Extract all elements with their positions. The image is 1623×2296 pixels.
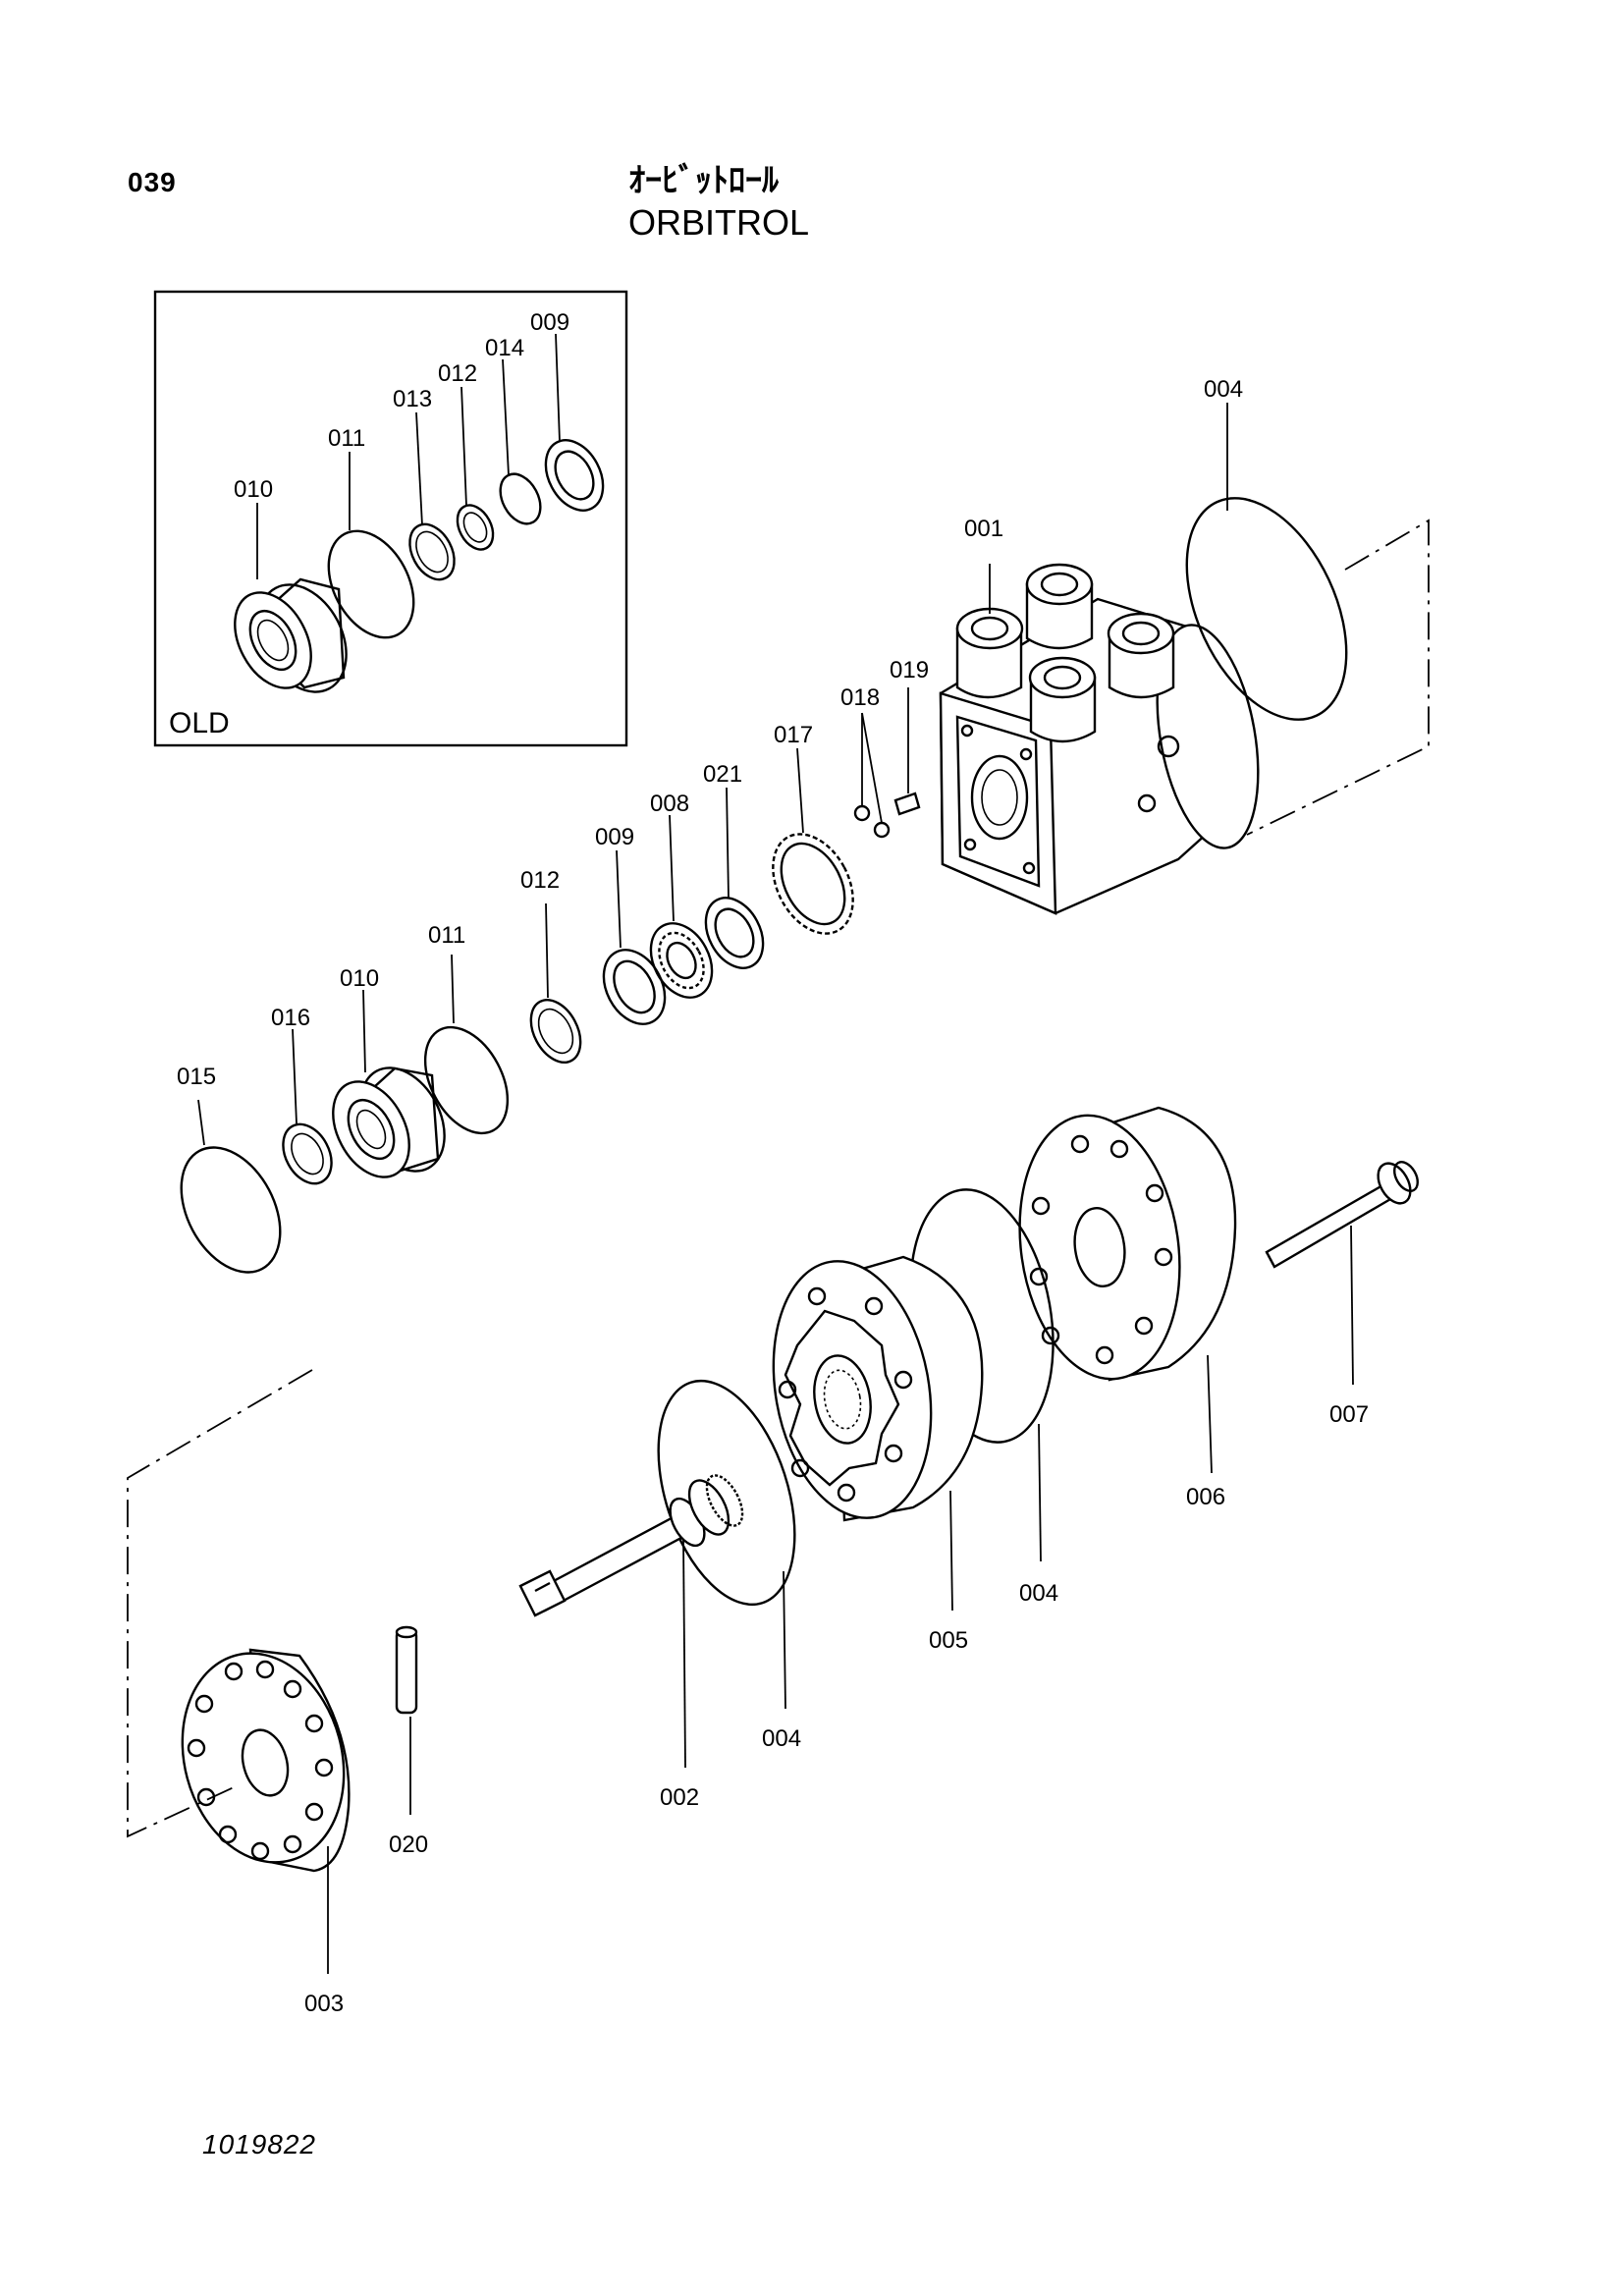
part-002-drive-shaft xyxy=(518,1474,744,1617)
old-inset-label: OLD xyxy=(169,707,230,739)
label-015: 015 xyxy=(177,1064,216,1090)
part-021-washer xyxy=(704,897,765,969)
label-004-lower: 004 xyxy=(762,1725,801,1752)
part-012-ring xyxy=(529,999,582,1064)
label-012-old: 012 xyxy=(438,360,477,387)
label-010: 010 xyxy=(340,965,379,992)
label-001: 001 xyxy=(964,516,1003,542)
label-009-old: 009 xyxy=(530,309,569,336)
label-011: 011 xyxy=(428,922,465,949)
label-021: 021 xyxy=(703,761,742,788)
part-004-oring-lower xyxy=(657,1379,796,1607)
inset-part-010-housing xyxy=(234,577,348,693)
inset-part-012-ring xyxy=(456,504,495,551)
inset-part-014-washer xyxy=(499,472,542,525)
label-002: 002 xyxy=(660,1784,699,1811)
label-014-old: 014 xyxy=(485,335,524,361)
label-016: 016 xyxy=(271,1005,310,1031)
drawing-number: 1019822 xyxy=(202,2129,317,2159)
part-011-oring xyxy=(423,1025,510,1135)
label-003: 003 xyxy=(304,1991,344,2017)
part-004-oring-top xyxy=(1185,497,1348,721)
part-007-bolt xyxy=(1265,1161,1419,1269)
part-017-spring xyxy=(772,833,854,935)
label-008: 008 xyxy=(650,791,689,817)
label-011-old: 011 xyxy=(328,425,365,452)
part-003-plate xyxy=(181,1648,351,1873)
inset-part-009-seal xyxy=(544,439,605,512)
part-001-housing xyxy=(939,563,1260,915)
part-009-seal xyxy=(602,949,667,1025)
part-005-gerotor xyxy=(772,1255,984,1522)
part-018-ball-b xyxy=(873,821,891,839)
label-010-old: 010 xyxy=(234,476,273,503)
inset-part-013-ring xyxy=(408,522,456,581)
part-015-oring xyxy=(180,1146,282,1274)
label-007: 007 xyxy=(1329,1401,1369,1428)
part-020-pin xyxy=(395,1625,418,1715)
label-017: 017 xyxy=(774,722,813,748)
part-019-pin xyxy=(893,792,921,816)
title-english: ORBITROL xyxy=(628,202,810,243)
label-004-top: 004 xyxy=(1204,376,1243,403)
label-018: 018 xyxy=(840,684,880,711)
page-number: 039 xyxy=(128,167,177,197)
label-013-old: 013 xyxy=(393,386,432,412)
part-008-bearing xyxy=(649,922,714,999)
label-019: 019 xyxy=(890,657,929,683)
label-005: 005 xyxy=(929,1627,968,1654)
label-009: 009 xyxy=(595,824,634,850)
title-japanese: ｵｰﾋﾞｯﾄﾛｰﾙ xyxy=(628,162,779,199)
label-004-middle: 004 xyxy=(1019,1580,1058,1607)
part-010-housing xyxy=(332,1066,446,1178)
part-016-ring xyxy=(282,1122,333,1185)
inset-part-011-oring xyxy=(327,529,415,639)
label-020: 020 xyxy=(389,1831,428,1858)
label-012: 012 xyxy=(520,867,560,894)
part-006-end-plate xyxy=(1018,1106,1237,1382)
label-006: 006 xyxy=(1186,1484,1225,1510)
part-018-ball-a xyxy=(853,804,871,822)
old-inset-box: OLD xyxy=(153,290,628,747)
